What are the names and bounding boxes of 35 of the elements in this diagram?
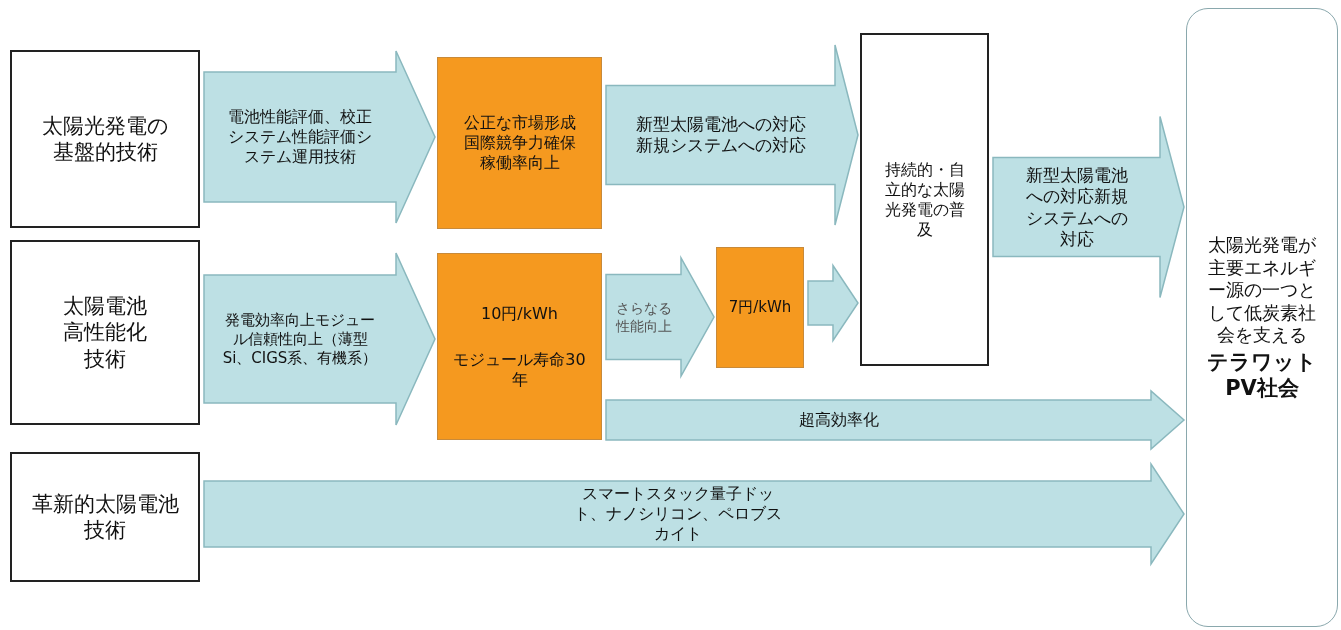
goal-heading: テラワットPV社会 [1206,348,1318,401]
block-arrow [992,115,1185,299]
highlight-box [716,247,804,368]
block-arrow [807,263,859,343]
node-text: 太陽光発電が主要エネルギー源の一つとして低炭素社会を支える [1207,234,1317,347]
goal-box [1186,8,1338,627]
highlight-box [437,253,602,440]
text-box [10,240,200,425]
node-text: 太陽電池高性能化技術 [62,293,148,372]
block-arrow [605,44,859,226]
node-text: 持続的・自立的な太陽光発電の普及 [883,159,966,240]
text-box [10,452,200,582]
text-box [10,50,200,228]
highlight-box [437,57,602,229]
node-text: 稼働率向上 [478,153,561,173]
text-box [860,33,989,366]
edge-label: 超高効率化 [797,410,880,430]
node-text: 7円/kWh [727,298,793,317]
node-text: 太陽光発電の基盤的技術 [40,112,170,166]
edge-label: 発電効率向上モジュール信頼性向上（薄型Si、CIGS系、有機系） [222,310,378,368]
node-text: 10円/kWh [480,303,559,324]
node-text: 国際競争力確保 [462,133,577,153]
node-text: 公正な市場形成 [462,113,577,133]
edge-label: スマートスタック量子ドット、ナノシリコン、ペロブスカイト [572,484,783,544]
node-text: 革新的太陽電池技術 [30,490,180,544]
edge-label: 電池性能評価、校正システム性能評価システム運用技術 [227,107,373,167]
block-arrow [605,389,1186,451]
block-arrow [203,252,436,426]
edge-label: 新型太陽電池への対応新規システムへの対応 [1024,164,1129,250]
block-arrow [203,461,1185,567]
edge-label: 新型太陽電池への対応新規システムへの対応 [634,113,807,157]
block-arrow [203,50,436,224]
edge-label: さらなる性能向上 [614,299,673,335]
block-arrow [605,255,715,379]
node-text: モジュール寿命30年 [452,349,587,390]
